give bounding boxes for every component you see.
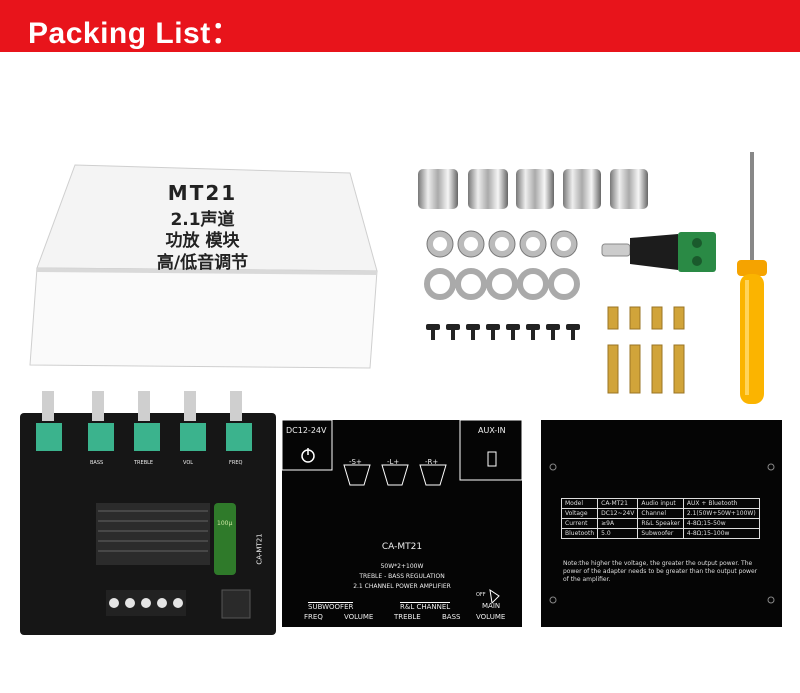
board-capacitor-print: 100μ (217, 520, 233, 527)
board-model-print: CA-MT21 (255, 533, 264, 565)
board-label-vol: VOL (183, 460, 194, 466)
board-label-treble: TREBLE (134, 460, 154, 466)
washers (424, 268, 580, 300)
board-image (20, 391, 276, 635)
subwoofer-label: SUBWOOFER (308, 602, 354, 611)
front-panel-art (282, 420, 522, 605)
rl-channel-label: R&L CHANNEL (400, 602, 451, 611)
knob-label-treble: TREBLE (394, 613, 421, 621)
knob-cap (563, 169, 601, 209)
knob-label-volume-main: VOLUME (476, 613, 506, 621)
knob-label-volume-sub: VOLUME (344, 613, 374, 621)
board-label-bass: BASS (90, 460, 104, 466)
knob-label-freq: FREQ (304, 613, 323, 621)
front-line-a: TREBLE - BASS REGULATION (359, 573, 445, 580)
off-label: OFF (476, 592, 486, 598)
front-power: 50W*2+100W (380, 563, 424, 570)
knob-cap (610, 169, 648, 209)
hex-nuts (426, 230, 578, 258)
main-label: MAIN (482, 602, 501, 610)
screws (426, 324, 580, 340)
page-title: Packing List： (28, 17, 242, 50)
speaker-s-label: -S+ (349, 458, 362, 466)
washer (424, 268, 456, 300)
box-line4: 高/低音调节 (156, 253, 249, 273)
knob-label-bass: BASS (442, 613, 461, 621)
front-line-b: 2.1 CHANNEL POWER AMPLIFIER (353, 583, 451, 590)
speaker-l-label: -L+ (387, 458, 400, 466)
box-subtitle: 2.1声道 (170, 210, 235, 230)
screwdriver (737, 152, 767, 404)
amplifier-board: BASS TREBLE VOL FREQ 100μ CA-MT21 (18, 385, 280, 645)
spec-note: Note:the higher the voltage, the greater… (563, 560, 758, 583)
product-box: MT21 2.1声道 功放 模块 高/低音调节 (25, 163, 380, 373)
header-banner: Packing List： (0, 0, 800, 52)
front-aux-label: AUX-IN (478, 426, 506, 435)
front-model: CA-MT21 (381, 542, 423, 552)
speaker-r-label: -R+ (425, 458, 439, 466)
back-panel-holes (549, 463, 775, 604)
dc-connector (601, 232, 716, 272)
knob-cap (468, 169, 508, 209)
box-line3: 功放 模块 (165, 231, 240, 251)
board-label-freq: FREQ (229, 460, 243, 466)
front-panel: DC12-24V AUX-IN -S+ -L+ -R+ CA-MT21 50W*… (282, 420, 522, 627)
box-title: MT21 (167, 181, 238, 205)
front-dc-label: DC12-24V (286, 426, 327, 435)
knob-cap (516, 169, 554, 209)
knob-cap (418, 169, 458, 209)
box-image (29, 164, 378, 369)
brass-standoffs (607, 306, 685, 394)
knob-caps (418, 169, 648, 209)
